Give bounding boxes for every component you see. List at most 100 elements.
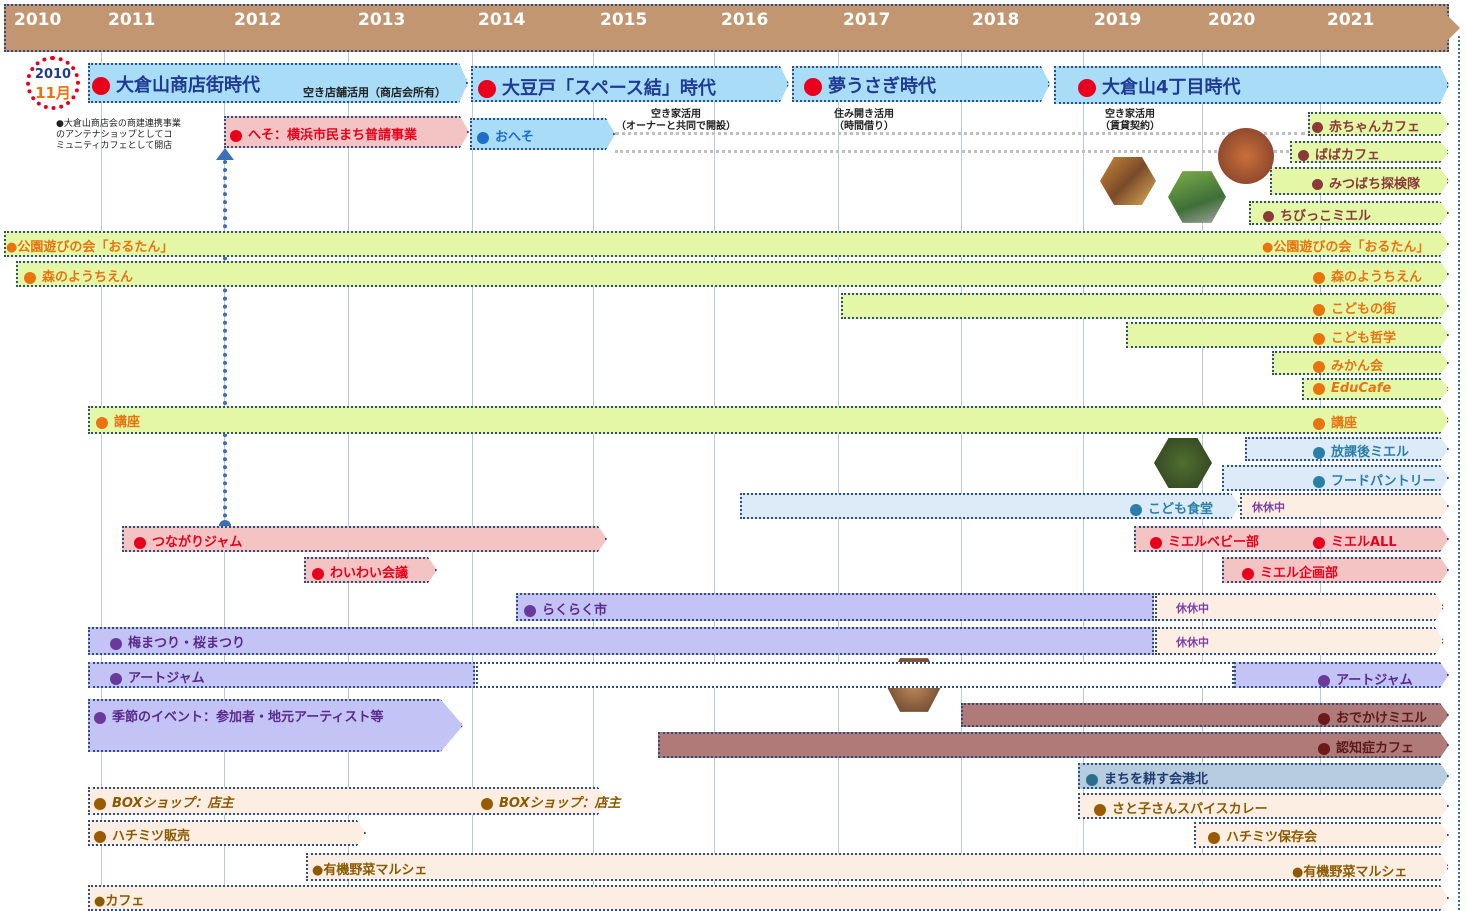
gridline — [961, 36, 962, 910]
label-mikan: みかん会 — [1313, 355, 1383, 374]
brown-dot-icon — [481, 797, 493, 810]
label-food-pantry: フードパントリー — [1313, 470, 1436, 489]
start-note: ●大倉山商店会の商建連携事業 のアンテナショップとしてコ ミュニティカフェとして… — [56, 119, 181, 151]
label-box-shop-2: BOXショップ：店主 — [481, 792, 621, 811]
bar-mitsubachi — [1270, 167, 1449, 195]
photo-event — [1100, 157, 1156, 205]
bar-akachan-cafe — [1308, 112, 1449, 136]
bar-rakuraku-paused — [1155, 593, 1444, 621]
dark-red-dot-icon — [1318, 712, 1330, 725]
bar-machi-tagayasu — [1078, 763, 1449, 789]
bar-kouza — [88, 406, 1449, 434]
era-note-mameido: 空き家活用 （オーナーと共同で開設） — [616, 109, 736, 132]
label-paused-rakuraku: 休休中 — [1176, 602, 1209, 615]
teal-dot-icon — [1313, 475, 1325, 488]
label-kouza-left: 講座 — [96, 411, 140, 430]
era-bar-mameido — [471, 66, 789, 102]
label-miel-kikaku: ミエル企画部 — [1242, 562, 1338, 581]
gridline — [348, 36, 349, 910]
bar-kodomo-machi — [841, 293, 1449, 319]
year-2012: 2012 — [234, 10, 282, 30]
bar-ume — [88, 627, 1154, 655]
red-dot-icon — [230, 129, 242, 142]
start-badge-year: 2010 — [34, 67, 72, 82]
label-miel-all: ミエルALL — [1313, 531, 1397, 550]
label-mori-left: 森のようちえん — [24, 266, 133, 285]
era-label-4chome: 大倉山4丁目時代 — [1078, 73, 1241, 99]
label-kouen-right: ●公園遊びの会「おるたん」 — [1262, 240, 1430, 255]
bar-miel-kikaku — [1222, 557, 1449, 583]
bar-odekake — [961, 703, 1449, 727]
year-2021: 2021 — [1327, 10, 1375, 30]
orange-dot-icon — [1313, 382, 1325, 395]
purple-dot-icon — [524, 604, 536, 617]
bar-kodomo-shokudo-paused — [1240, 493, 1449, 519]
dark-red-dot-icon — [1318, 742, 1330, 755]
bar-ninchi — [658, 732, 1449, 758]
orange-dot-icon — [1313, 332, 1325, 345]
label-kouza-right: 講座 — [1313, 412, 1357, 431]
label-ninchi: 認知症カフェ — [1318, 737, 1414, 756]
label-kodomo-tetsugaku: こども哲学 — [1313, 327, 1396, 346]
photo-park — [1168, 171, 1226, 223]
year-2016: 2016 — [721, 10, 769, 30]
era-note-4chome: 空き家活用 （賃貸契約） — [1100, 109, 1160, 132]
purple-dot-icon — [94, 711, 106, 724]
bar-miel-baby — [1134, 526, 1449, 552]
bar-satoko — [1078, 793, 1449, 819]
gridline — [838, 36, 839, 910]
teal-dot-icon — [1313, 446, 1325, 459]
label-chibikko: ちびっこミエル — [1263, 205, 1371, 224]
label-kisetsu: 季節のイベント：参加者・地元アーティスト等 — [94, 706, 383, 725]
label-educafe: EduCafe — [1313, 381, 1391, 396]
orange-dot-icon — [1313, 303, 1325, 316]
label-houkago: 放課後ミエル — [1313, 441, 1409, 460]
year-2015: 2015 — [600, 10, 648, 30]
red-dot-icon — [1242, 567, 1254, 580]
bar-heso-yokohama — [224, 116, 469, 148]
timeline-axis — [4, 4, 1449, 52]
label-oheso: おへそ — [477, 126, 534, 145]
bar-artjam-gap — [476, 662, 1234, 688]
label-kodomo-shokudo: こども食堂 — [1130, 498, 1213, 517]
bar-mikan — [1272, 351, 1449, 375]
era-bar-4chome — [1054, 66, 1449, 104]
year-2018: 2018 — [972, 10, 1020, 30]
bar-kisetsu — [88, 699, 463, 752]
label-kouen-left: ●公園遊びの会「おるたん」 — [6, 240, 174, 255]
purple-dot-icon — [110, 637, 122, 650]
label-artjam-left: アートジャム — [110, 667, 205, 686]
era-bar-yumeusagi — [792, 66, 1050, 102]
red-dot-icon — [92, 77, 110, 95]
label-odekake: おでかけミエル — [1318, 707, 1427, 726]
connector-line — [615, 132, 1305, 135]
bar-mori — [16, 261, 1449, 287]
bar-artjam-right — [1234, 662, 1449, 688]
label-baba-cafe: ばばカフェ — [1298, 144, 1380, 163]
label-miel-baby: ミエルベビー部 — [1150, 531, 1259, 550]
bar-waiwai — [304, 557, 437, 583]
arrow-up-line — [223, 160, 227, 526]
year-2020: 2020 — [1208, 10, 1256, 30]
orange-dot-icon — [1313, 360, 1325, 373]
bar-rakuraku — [516, 593, 1154, 621]
label-rakuraku: らくらく市 — [524, 599, 607, 618]
label-artjam-right: アートジャム — [1318, 669, 1413, 688]
red-dot-icon — [1078, 79, 1096, 97]
start-badge: 2010 11月 — [26, 56, 80, 110]
red-dot-icon — [1150, 536, 1162, 549]
era-note-okurayama: 空き店舗活用（商店会所有） — [303, 86, 446, 99]
teal-dot-icon — [1086, 773, 1098, 786]
purple-dot-icon — [1318, 674, 1330, 687]
photo-kids — [1218, 128, 1274, 184]
orange-dot-icon — [1313, 417, 1325, 430]
bar-baba-cafe — [1290, 141, 1449, 163]
red-dot-icon — [478, 80, 496, 98]
brown-dot-icon — [1208, 831, 1220, 844]
bar-educafe — [1302, 378, 1449, 400]
start-badge-month: 11月 — [35, 84, 71, 102]
bar-yasai — [306, 853, 1449, 881]
era-label-yumeusagi: 夢うさぎ時代 — [804, 72, 936, 98]
red-dot-icon — [804, 78, 822, 96]
label-mori-right: 森のようちえん — [1313, 266, 1422, 285]
